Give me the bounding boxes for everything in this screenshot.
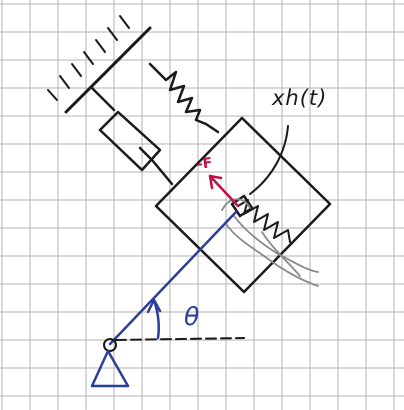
pivot-support — [90, 338, 130, 388]
wall-damper — [90, 86, 174, 186]
pivot-rod — [108, 210, 238, 346]
angle-label: θ — [184, 302, 200, 331]
angle-arc — [146, 298, 162, 340]
mass-block — [154, 116, 332, 294]
force-label: -F — [195, 155, 214, 173]
wall-spring — [148, 62, 220, 134]
displacement-label: xh(t) — [272, 86, 328, 110]
force-arrow — [208, 174, 240, 208]
xh-leader — [249, 125, 289, 195]
internal-spring — [230, 194, 291, 243]
fixed-wall — [47, 15, 152, 114]
hand-sketch — [221, 198, 319, 287]
reference-line — [115, 337, 245, 341]
